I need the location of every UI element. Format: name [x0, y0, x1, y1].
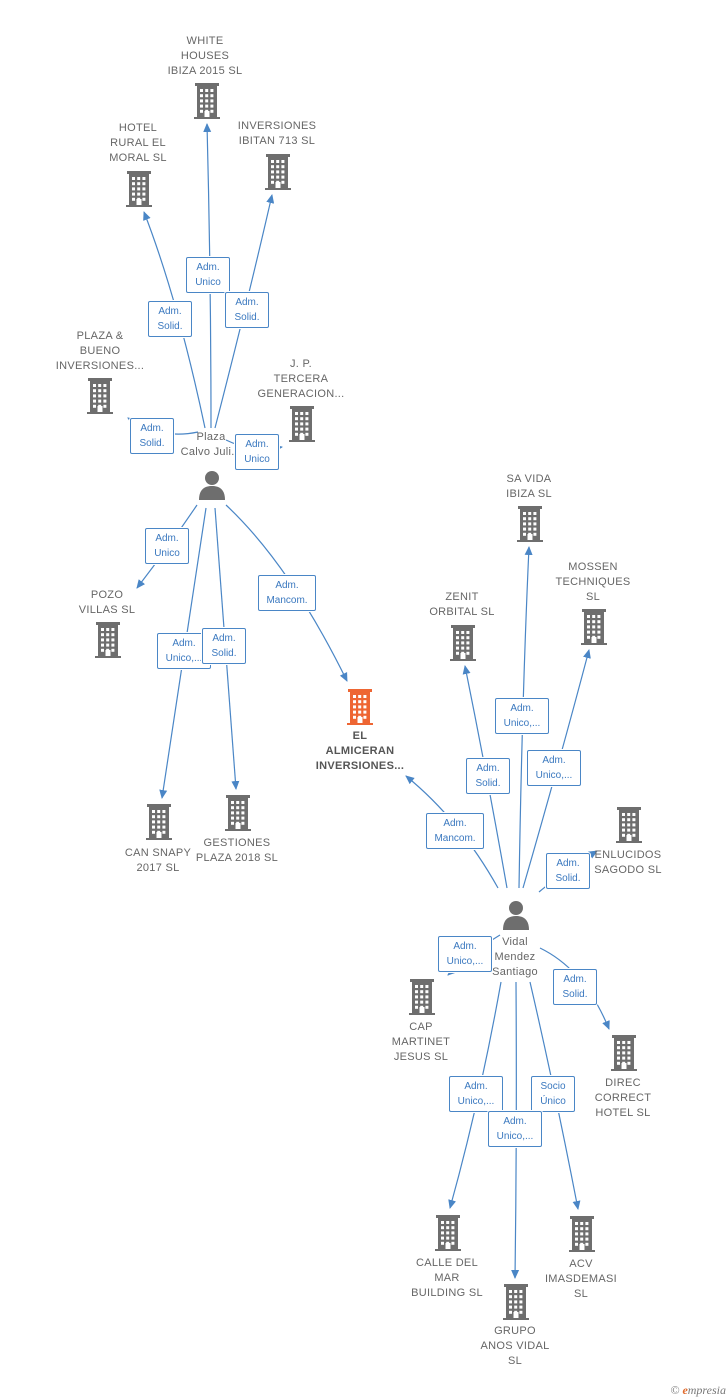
node-label[interactable]: Vidal Mendez Santiago: [492, 936, 538, 978]
building-icon[interactable]: [407, 979, 437, 1020]
node-label[interactable]: SA VIDA IBIZA SL: [506, 473, 552, 500]
building-icon[interactable]: [345, 689, 375, 730]
building-icon-svg: [146, 804, 172, 840]
building-icon[interactable]: [609, 1035, 639, 1076]
building-icon-svg: [435, 1215, 461, 1251]
building-icon-svg: [194, 83, 220, 119]
person-icon-svg: [199, 471, 225, 500]
building-icon-svg: [616, 807, 642, 843]
building-icon[interactable]: [124, 171, 154, 212]
node-label[interactable]: PLAZA & BUENO INVERSIONES...: [55, 330, 145, 372]
node-label[interactable]: INVERSIONES IBITAN 713 SL: [237, 120, 317, 147]
edge-role-badge[interactable]: Adm. Solid.: [466, 758, 510, 794]
building-icon[interactable]: [223, 795, 253, 836]
edge-role-badge[interactable]: Adm. Solid.: [546, 853, 590, 889]
building-icon[interactable]: [614, 807, 644, 848]
node-label[interactable]: ENLUCIDOS SAGODO SL: [594, 849, 662, 876]
building-icon-svg: [289, 406, 315, 442]
building-icon-svg: [126, 171, 152, 207]
edge-role-badge[interactable]: Adm. Solid.: [130, 418, 174, 454]
node-label[interactable]: POZO VILLAS SL: [78, 589, 136, 616]
edge-role-badge[interactable]: Adm. Unico,...: [488, 1111, 542, 1147]
edge-role-badge[interactable]: Adm. Unico,...: [495, 698, 549, 734]
brand-initial: e: [682, 1383, 688, 1397]
building-icon[interactable]: [433, 1215, 463, 1256]
building-icon-svg: [503, 1284, 529, 1320]
node-label[interactable]: ZENIT ORBITAL SL: [429, 591, 495, 618]
building-icon[interactable]: [85, 378, 115, 419]
edge-role-badge[interactable]: Adm. Unico,...: [438, 936, 492, 972]
node-label[interactable]: DIREC CORRECT HOTEL SL: [594, 1077, 652, 1119]
building-icon[interactable]: [448, 625, 478, 666]
node-label[interactable]: ACV IMASDEMASI SL: [544, 1258, 618, 1300]
edge-role-badge[interactable]: Adm. Unico: [145, 528, 189, 564]
node-label[interactable]: GESTIONES PLAZA 2018 SL: [195, 837, 279, 864]
building-icon[interactable]: [192, 83, 222, 124]
person-icon-svg: [503, 901, 529, 930]
person-icon[interactable]: [501, 900, 531, 935]
edge-role-badge[interactable]: Adm. Mancom.: [426, 813, 484, 849]
building-icon-svg: [87, 378, 113, 414]
edge-role-badge[interactable]: Adm. Unico: [186, 257, 230, 293]
building-icon[interactable]: [263, 154, 293, 195]
node-label[interactable]: EL ALMICERAN INVERSIONES...: [315, 730, 405, 772]
building-icon-svg: [581, 609, 607, 645]
building-icon-svg: [95, 622, 121, 658]
building-icon-svg: [611, 1035, 637, 1071]
empresia-watermark: © empresia: [670, 1383, 726, 1398]
building-icon[interactable]: [93, 622, 123, 663]
edge-role-badge[interactable]: Adm. Unico,...: [527, 750, 581, 786]
building-icon-svg: [517, 506, 543, 542]
building-icon[interactable]: [515, 506, 545, 547]
node-label[interactable]: CAP MARTINET JESUS SL: [391, 1021, 451, 1063]
building-icon[interactable]: [287, 406, 317, 447]
building-icon-svg: [409, 979, 435, 1015]
building-icon[interactable]: [567, 1216, 597, 1257]
building-icon[interactable]: [501, 1284, 531, 1325]
building-icon-svg: [347, 689, 373, 725]
building-icon[interactable]: [144, 804, 174, 845]
node-label[interactable]: CALLE DEL MAR BUILDING SL: [411, 1257, 483, 1299]
node-label[interactable]: WHITE HOUSES IBIZA 2015 SL: [167, 35, 243, 77]
building-icon-svg: [569, 1216, 595, 1252]
node-label[interactable]: GRUPO ANOS VIDAL SL: [480, 1325, 550, 1367]
edge-role-badge[interactable]: Adm. Solid.: [148, 301, 192, 337]
copyright-symbol: ©: [670, 1383, 680, 1397]
building-icon[interactable]: [579, 609, 609, 650]
edge-role-badge[interactable]: Adm. Solid.: [553, 969, 597, 1005]
edge-role-badge[interactable]: Adm. Solid.: [225, 292, 269, 328]
node-label[interactable]: MOSSEN TECHNIQUES SL: [555, 561, 631, 603]
node-label[interactable]: J. P. TERCERA GENERACION...: [257, 358, 345, 400]
node-label[interactable]: Plaza Calvo Juli...: [180, 431, 242, 458]
edge-role-badge[interactable]: Adm. Solid.: [202, 628, 246, 664]
node-label[interactable]: HOTEL RURAL EL MORAL SL: [109, 122, 167, 164]
building-icon-svg: [450, 625, 476, 661]
building-icon-svg: [225, 795, 251, 831]
edge-role-badge[interactable]: Socio Único: [531, 1076, 575, 1112]
node-label[interactable]: CAN SNAPY 2017 SL: [124, 847, 192, 874]
brand-name: mpresia: [687, 1383, 726, 1397]
building-icon-svg: [265, 154, 291, 190]
edge-role-badge[interactable]: Adm. Mancom.: [258, 575, 316, 611]
edge-role-badge[interactable]: Adm. Unico,...: [449, 1076, 503, 1112]
edge-role-badge[interactable]: Adm. Unico: [235, 434, 279, 470]
person-icon[interactable]: [197, 470, 227, 505]
